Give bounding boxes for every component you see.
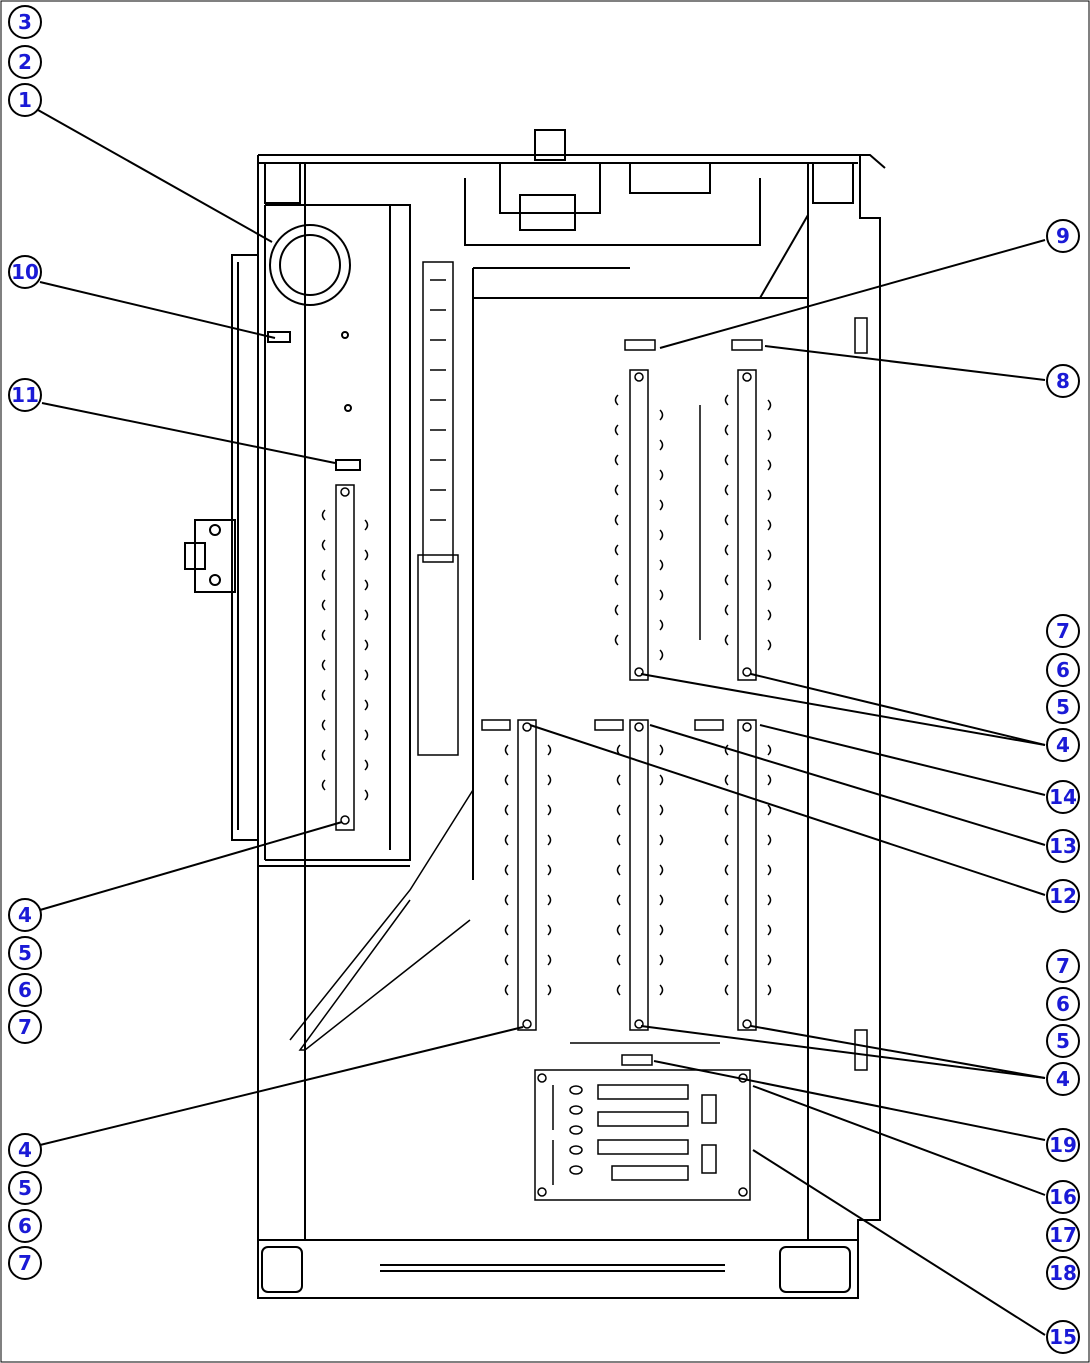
callout-number: 13 <box>1049 834 1077 858</box>
callout-bubble: 18 <box>1046 1256 1080 1290</box>
callout-bubble: 4 <box>1046 1062 1080 1096</box>
callout-number: 14 <box>1049 785 1077 809</box>
callout-bubble: 7 <box>8 1246 42 1280</box>
callouts: 3 2 1 10 11 4 5 6 7 4 5 6 7 9 8 7 6 5 4 … <box>8 5 1080 1354</box>
callout-bubble: 17 <box>1046 1218 1080 1252</box>
side-bracket <box>184 519 236 593</box>
callout-bubble: 13 <box>1046 829 1080 863</box>
callout-bubble: 3 <box>8 5 42 39</box>
callout-number: 17 <box>1049 1223 1077 1247</box>
callout-bubble: 19 <box>1046 1128 1080 1162</box>
callout-number: 1 <box>18 88 32 112</box>
terminal-block-lower-3 <box>694 719 868 1071</box>
callout-bubble: 10 <box>8 255 42 289</box>
callout-number: 2 <box>18 50 32 74</box>
callout-number: 7 <box>1056 954 1070 978</box>
callout-number: 4 <box>18 903 32 927</box>
callout-bubble: 2 <box>8 45 42 79</box>
relay-board <box>534 1042 751 1201</box>
callout-number: 10 <box>11 260 39 284</box>
callout-number: 7 <box>18 1251 32 1275</box>
left-panel <box>258 204 411 867</box>
callout-number: 8 <box>1056 369 1070 393</box>
callout-number: 7 <box>18 1015 32 1039</box>
callout-bubble: 6 <box>1046 653 1080 687</box>
terminal-block-left <box>321 484 369 831</box>
callout-number: 11 <box>11 383 39 407</box>
callout-number: 9 <box>1056 224 1070 248</box>
callout-bubble: 11 <box>8 378 42 412</box>
callout-number: 5 <box>1056 695 1070 719</box>
callout-bubble: 7 <box>8 1010 42 1044</box>
terminal-block-lower-2 <box>594 719 664 1031</box>
callout-number: 5 <box>18 1176 32 1200</box>
callout-number: 6 <box>18 1214 32 1238</box>
callout-bubble: 5 <box>8 1171 42 1205</box>
callout-bubble: 5 <box>8 936 42 970</box>
callout-bubble: 6 <box>1046 987 1080 1021</box>
callout-bubble: 15 <box>1046 1320 1080 1354</box>
callout-number: 3 <box>18 10 32 34</box>
callout-number: 16 <box>1049 1185 1077 1209</box>
callout-bubble: 16 <box>1046 1180 1080 1214</box>
callout-number: 7 <box>1056 619 1070 643</box>
callout-number: 19 <box>1049 1133 1077 1157</box>
cabinet-enclosure <box>231 154 886 1299</box>
callout-number: 4 <box>18 1138 32 1162</box>
callout-bubble: 12 <box>1046 879 1080 913</box>
callout-bubble: 7 <box>1046 614 1080 648</box>
callout-bubble: 6 <box>8 1209 42 1243</box>
terminal-block-upper-2 <box>724 317 868 681</box>
callout-bubble: 6 <box>8 973 42 1007</box>
callout-number: 6 <box>1056 992 1070 1016</box>
callout-number: 18 <box>1049 1261 1077 1285</box>
callout-bubble: 7 <box>1046 949 1080 983</box>
callout-bubble: 4 <box>8 898 42 932</box>
terminal-block-upper-1 <box>614 339 701 681</box>
callout-bubble: 4 <box>8 1133 42 1167</box>
callout-number: 6 <box>18 978 32 1002</box>
callout-number: 5 <box>18 941 32 965</box>
callout-bubble: 5 <box>1046 1024 1080 1058</box>
callout-number: 5 <box>1056 1029 1070 1053</box>
callout-number: 15 <box>1049 1325 1077 1349</box>
callout-number: 4 <box>1056 1067 1070 1091</box>
leader-lines <box>37 109 1046 1336</box>
callout-bubble: 4 <box>1046 728 1080 762</box>
callout-number: 6 <box>1056 658 1070 682</box>
top-connector <box>464 129 809 880</box>
callout-bubble: 1 <box>8 83 42 117</box>
callout-bubble: 9 <box>1046 219 1080 253</box>
callout-bubble: 8 <box>1046 364 1080 398</box>
callout-bubble: 5 <box>1046 690 1080 724</box>
terminal-block-lower-1 <box>481 719 552 1031</box>
callout-number: 12 <box>1049 884 1077 908</box>
wire-duct <box>289 261 474 1051</box>
callout-number: 4 <box>1056 733 1070 757</box>
callout-bubble: 14 <box>1046 780 1080 814</box>
